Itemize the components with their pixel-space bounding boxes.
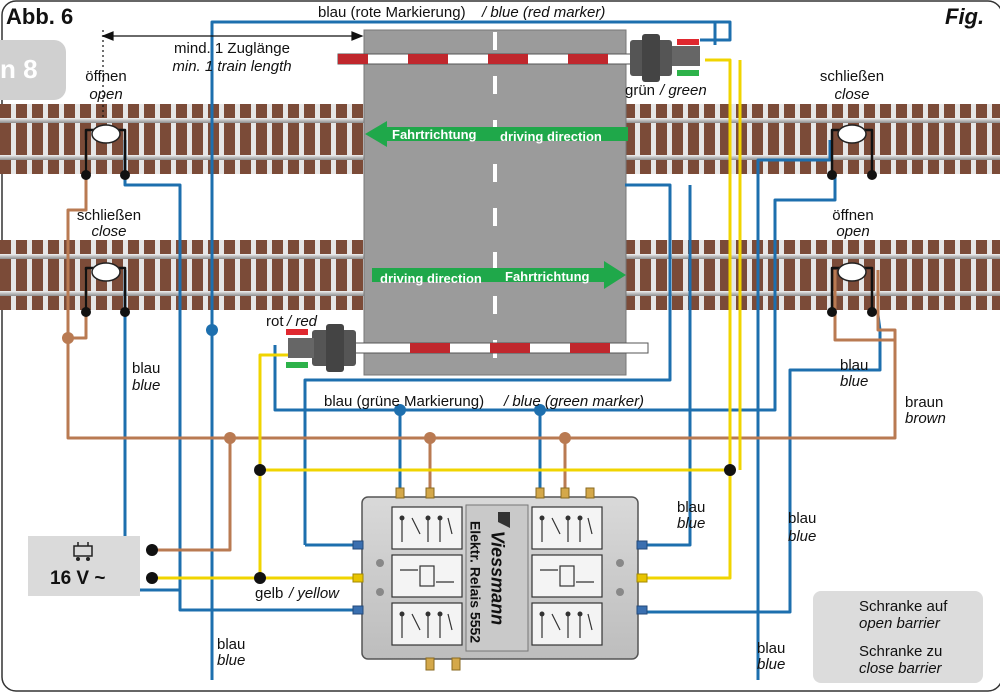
label-green-de: grün [625, 82, 656, 99]
relay-module [352, 487, 648, 671]
legend: Schranke auf open barrier Schranke zu cl… [813, 591, 983, 683]
label-brown-de: braun [905, 394, 944, 411]
label-close-right-de: schließen [819, 68, 885, 85]
direction-lower-de: Fahrtrichtung [505, 269, 590, 284]
power-supply-voltage: 16 V ~ [50, 568, 106, 589]
label-close-right-en: close [834, 86, 870, 103]
transformer-icon [73, 542, 93, 561]
label-blue-bottom-right-de: blau [757, 640, 786, 657]
label-yellow-de: gelb [255, 585, 284, 602]
label-open-left-en: open [89, 86, 123, 103]
label-min-length-en: min. 1 train length [172, 58, 292, 75]
label-open-right-de: öffnen [832, 207, 874, 224]
power-terminals [146, 544, 158, 584]
track-sensors [91, 124, 867, 282]
relay-product: Elektr. Relais 5552 [467, 520, 484, 644]
train-length-dimension [101, 30, 364, 120]
viessmann-logo-icon [498, 512, 510, 528]
label-blue-left-en: blue [132, 377, 161, 394]
label-blue-right2-de: blau [788, 510, 817, 527]
label-blue-right-de: blau [840, 357, 869, 374]
figure-title-de: Abb. 6 [6, 4, 74, 29]
yellow-wires [152, 58, 742, 580]
direction-arrow-lower [372, 261, 626, 289]
label-blue-right-en: blue [840, 373, 869, 390]
label-close-left-en: close [91, 223, 127, 240]
direction-lower-en: driving direction [380, 271, 482, 286]
label-green-en: / green [660, 82, 707, 99]
label-blue-bottom-left-de: blau [217, 636, 246, 653]
label-blue-bottom-left-en: blue [217, 652, 246, 669]
direction-upper-en: driving direction [500, 129, 602, 144]
label-blue-bottom-right-en: blue [757, 656, 786, 673]
label-open-left-de: öffnen [85, 68, 127, 85]
legend-close-de: Schranke zu [859, 643, 943, 660]
label-blue-green-marker-de: blau (grüne Markierung) [324, 393, 485, 410]
figure-title-en: Fig. [945, 4, 985, 29]
label-open-right-en: open [836, 223, 870, 240]
label-brown-en: brown [905, 410, 946, 427]
label-red-en: / red [287, 313, 318, 330]
relay-brand: Viessmann [487, 530, 508, 626]
direction-arrow-upper [365, 121, 628, 147]
label-blue-red-marker-en: / blue (red marker) [482, 4, 606, 21]
label-blue-green-marker-en: / blue (green marker) [504, 393, 645, 410]
road-crossing [363, 29, 627, 376]
label-yellow-en: / yellow [289, 585, 340, 602]
page-tab-label: n 8 [0, 54, 38, 84]
legend-close-en: close barrier [859, 660, 942, 677]
label-blue-right2-en: blue [788, 528, 817, 545]
label-red-de: rot [266, 313, 284, 330]
direction-upper-de: Fahrtrichtung [392, 127, 477, 142]
label-min-length-de: mind. 1 Zuglänge [174, 40, 290, 57]
label-blue-mid-de: blau [677, 499, 706, 516]
label-blue-left-de: blau [132, 360, 161, 377]
barrier-top [337, 34, 700, 82]
power-supply: 16 V ~ [28, 536, 140, 596]
label-blue-red-marker-de: blau (rote Markierung) [318, 4, 466, 21]
legend-open-de: Schranke auf [859, 598, 948, 615]
junction-dots [62, 170, 877, 584]
legend-open-en: open barrier [859, 615, 940, 632]
barrier-bottom [286, 324, 649, 372]
label-blue-mid-en: blue [677, 515, 706, 532]
page-tab: n 8 [0, 40, 66, 100]
label-close-left-de: schließen [76, 207, 142, 224]
